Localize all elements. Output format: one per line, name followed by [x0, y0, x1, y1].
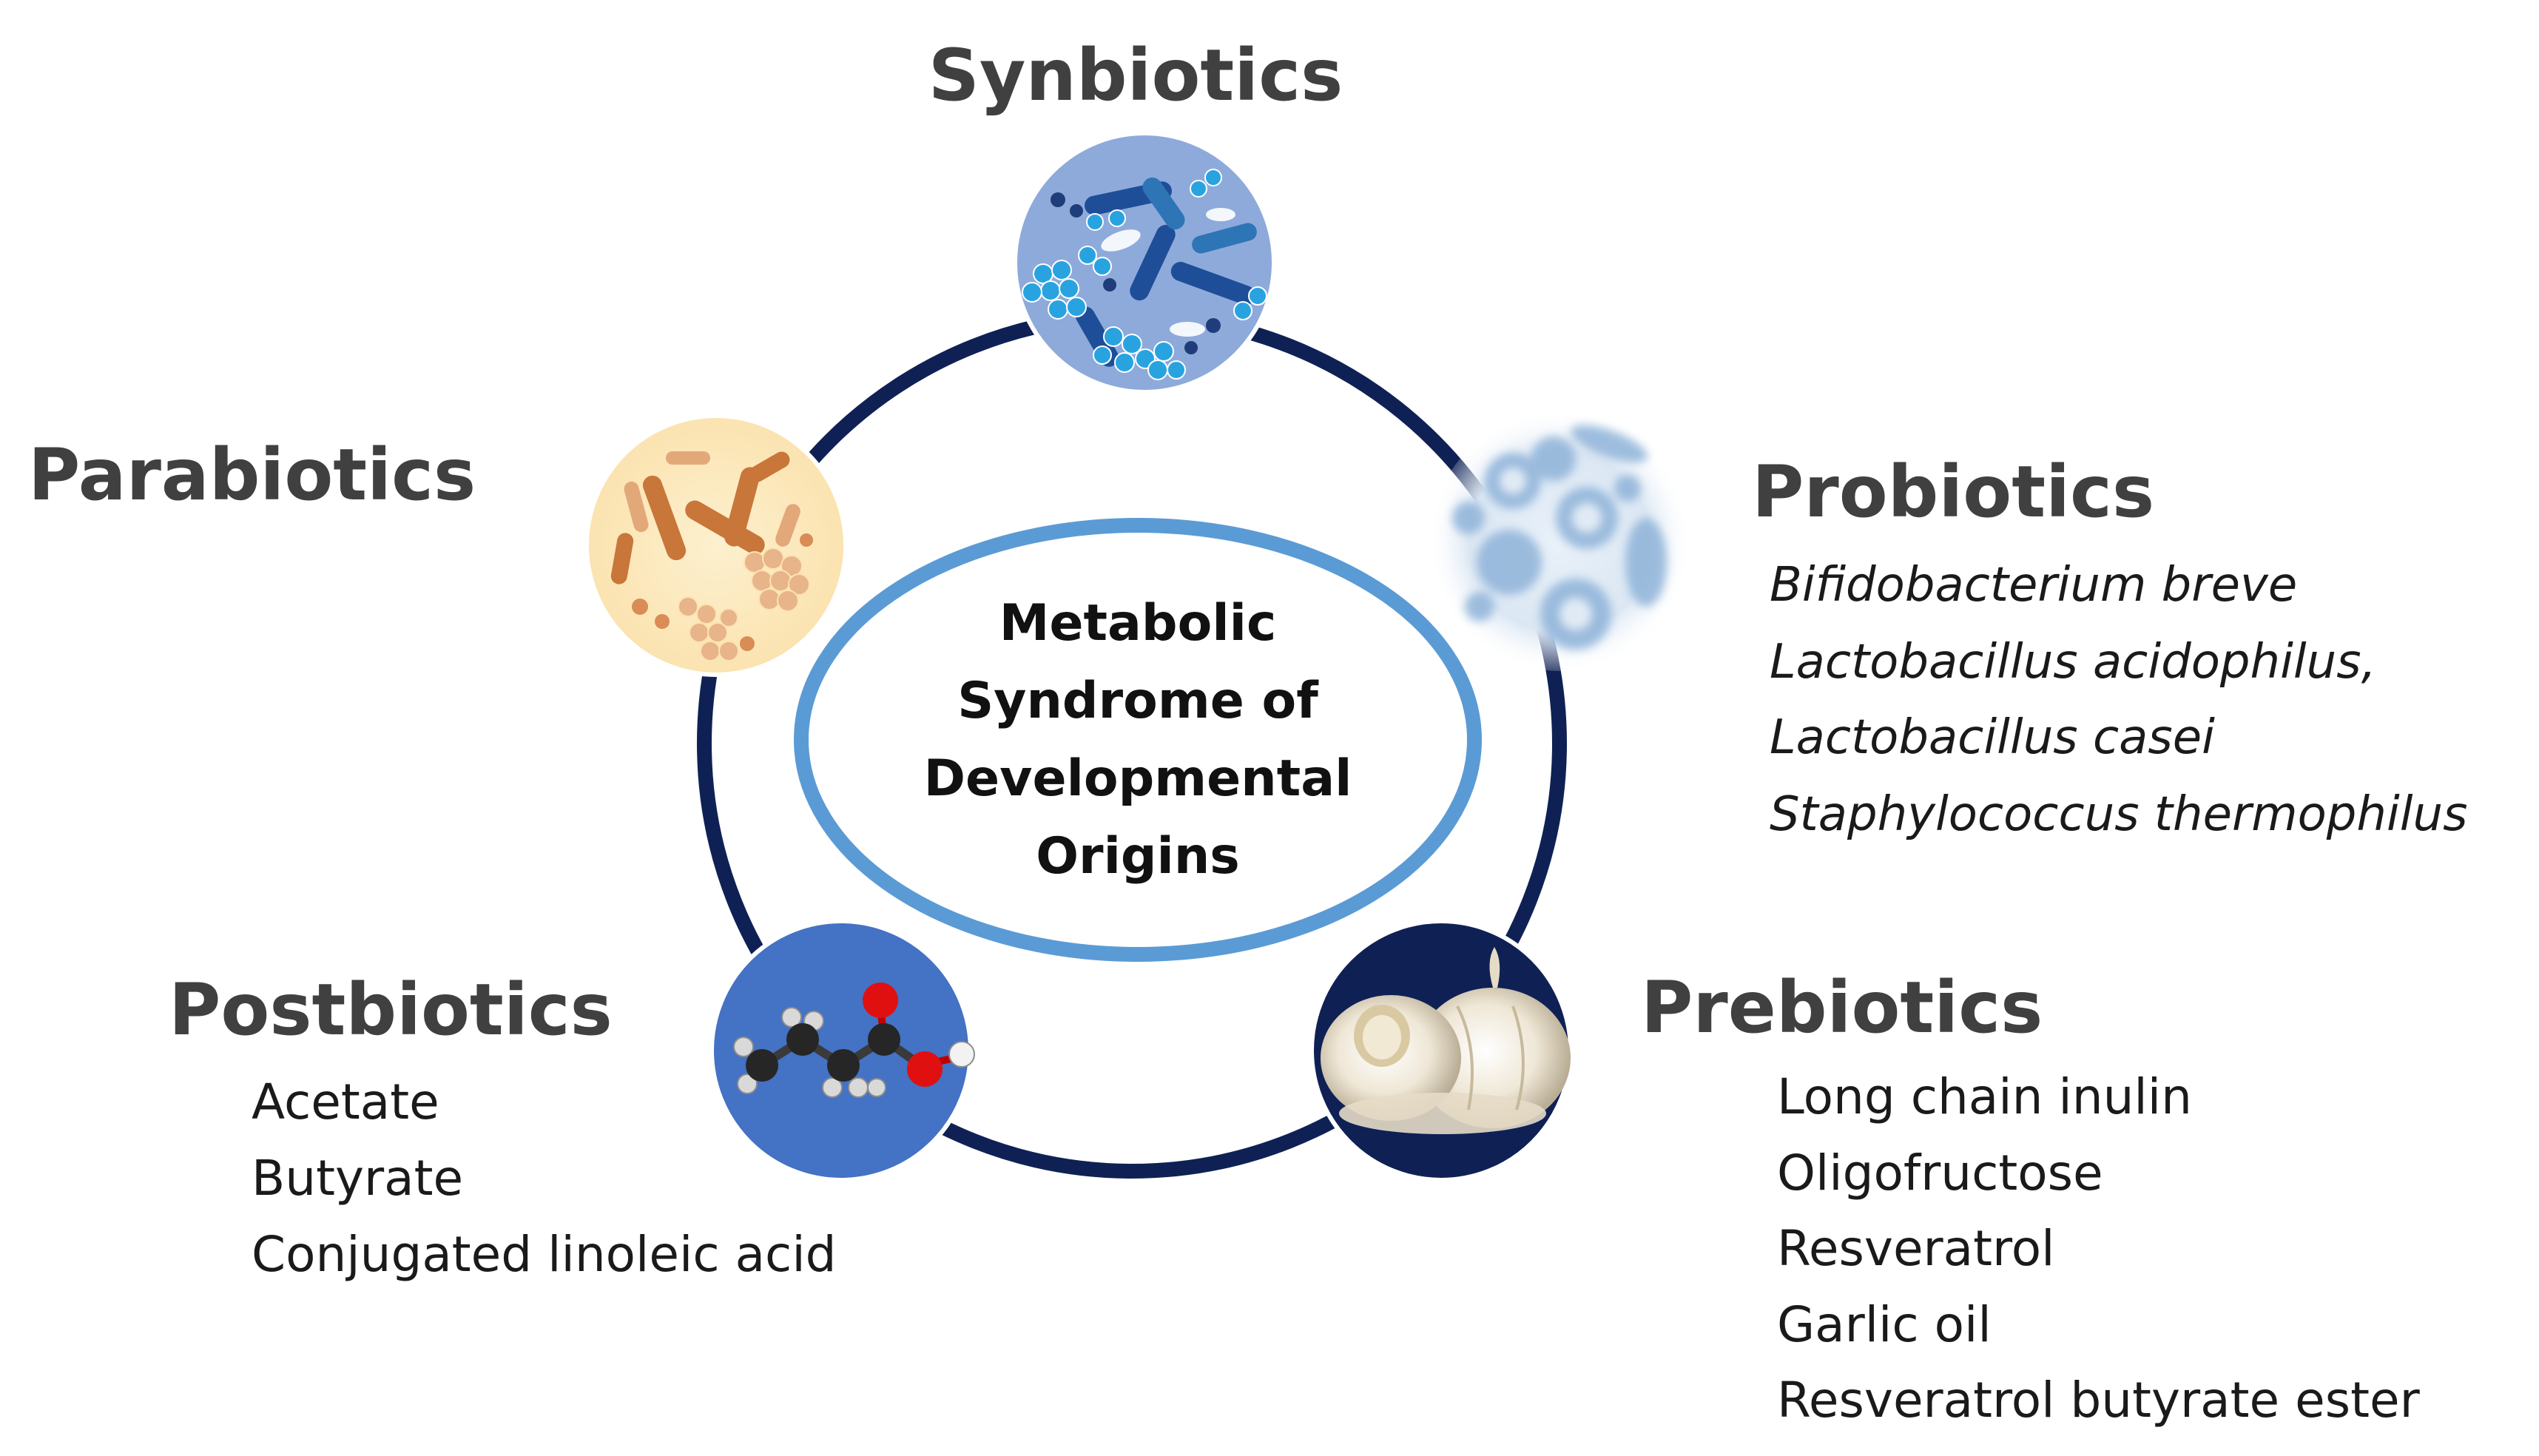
- probiotics-item: Bifidobacterium breve: [1770, 558, 2297, 613]
- probiotics-icon: [1430, 412, 1689, 671]
- prebiotics-item: Resveratrol butyrate ester: [1777, 1372, 2421, 1429]
- postbiotics-list: Acetate Butyrate Conjugated linoleic aci…: [252, 1074, 837, 1283]
- center-line-4: Origins: [1036, 827, 1240, 886]
- probiotics-list: Bifidobacterium breve Lactobacillus acid…: [1770, 558, 2467, 842]
- postbiotics-item: Butyrate: [252, 1150, 463, 1207]
- prebiotics-icon: [1309, 919, 1573, 1182]
- prebiotics-item: Long chain inulin: [1777, 1068, 2192, 1125]
- postbiotics-icon: [709, 919, 975, 1182]
- probiotics-title: Probiotics: [1752, 451, 2154, 533]
- postbiotics-item: Acetate: [252, 1074, 439, 1130]
- prebiotics-item: Resveratrol: [1777, 1220, 2054, 1277]
- center-line-1: Metabolic: [999, 594, 1277, 653]
- parabiotics-title: Parabiotics: [28, 434, 476, 516]
- postbiotics-item: Conjugated linoleic acid: [252, 1226, 837, 1283]
- center-line-2: Syndrome of: [957, 672, 1319, 730]
- prebiotics-title: Prebiotics: [1641, 966, 2043, 1049]
- probiotics-item: Staphylococcus thermophilus: [1770, 787, 2467, 842]
- center-label: Metabolic Syndrome of Developmental Orig…: [924, 594, 1352, 886]
- prebiotics-list: Long chain inulin Oligofructose Resverat…: [1777, 1068, 2421, 1429]
- prebiotics-item: Garlic oil: [1777, 1296, 1992, 1353]
- center-line-3: Developmental: [924, 749, 1352, 808]
- postbiotics-title: Postbiotics: [169, 968, 613, 1051]
- probiotics-item: Lactobacillus acidophilus,: [1770, 635, 2376, 690]
- parabiotics-icon: [584, 414, 848, 677]
- center-ellipse: [794, 518, 1482, 962]
- probiotics-item: Lactobacillus casei: [1770, 710, 2215, 765]
- synbiotics-title: Synbiotics: [928, 34, 1343, 117]
- prebiotics-item: Oligofructose: [1777, 1145, 2103, 1201]
- synbiotics-icon: [1013, 131, 1276, 394]
